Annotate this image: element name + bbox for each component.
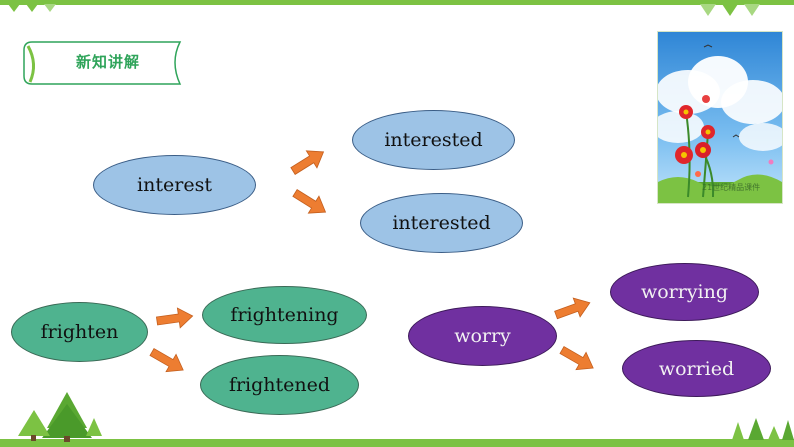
flower-sky-image: 21世纪精品课件 [657,31,783,204]
section-tag-shape [23,41,182,85]
arrow-worry-to-worried [556,340,599,378]
top-decor-triangles [8,4,760,16]
arrow-frighten-to-frightened [146,342,189,380]
arrow-frighten-to-frightening [155,305,195,332]
tree-decoration [18,392,102,442]
arrow-worry-to-worrying [552,292,594,325]
top-decor-bar [0,0,794,5]
image-watermark: 21世纪精品课件 [702,183,761,192]
bottom-decor-bar [0,439,794,447]
oval-frightening: frightening [202,286,367,344]
oval-interest: interest [93,155,256,215]
oval-frighten: frighten [11,302,148,362]
section-tag-label: 新知讲解 [76,53,141,71]
oval-worried: worried [622,340,771,397]
grass-decoration [732,418,794,440]
oval-worry: worry [408,306,557,366]
arrow-interest-to-interested-1 [287,143,330,180]
oval-worrying: worrying [610,263,759,321]
arrow-interest-to-interested-2 [289,184,332,221]
oval-frightened: frightened [200,355,359,415]
oval-interested-2: interested [360,193,523,253]
oval-interested-1: interested [352,110,515,170]
